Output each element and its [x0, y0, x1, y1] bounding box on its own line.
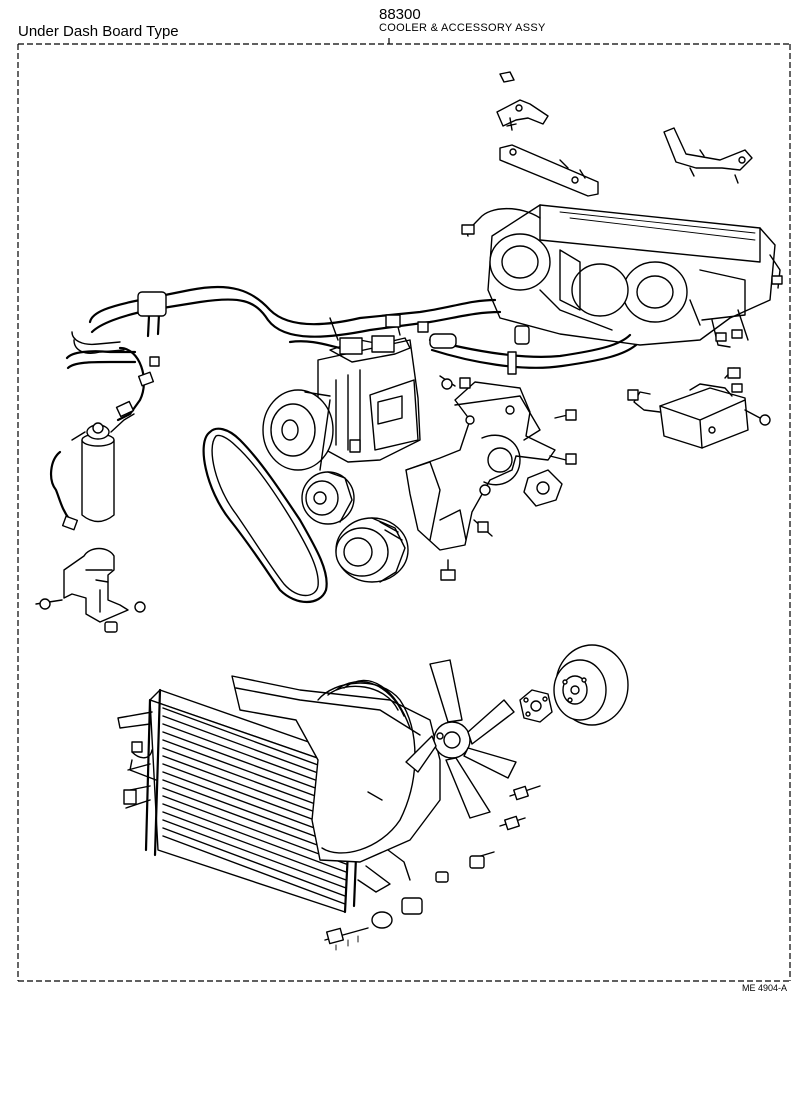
refrigerant-hoses-icon: [65, 285, 638, 422]
bracket-top-small-icon: [496, 71, 549, 131]
bracket-top-right-icon: [663, 127, 753, 184]
drier-bracket-icon: [35, 547, 146, 633]
compressor-mounting-bracket-icon: [405, 375, 577, 581]
compressor-pulley-icon: [335, 517, 409, 583]
fan-clutch-spacer-icon: [519, 689, 553, 723]
bolts-and-nuts-icon: [324, 785, 541, 951]
variant-label: Under Dash Board Type: [18, 23, 179, 40]
water-pump-pulley-icon: [553, 644, 629, 726]
receiver-drier-icon: [50, 413, 135, 531]
part-number: 88300: [379, 6, 421, 23]
drive-belt-icon: [202, 427, 328, 604]
assembly-title: COOLER & ACCESSORY ASSY: [379, 22, 546, 34]
evaporator-unit-icon: [461, 204, 783, 348]
control-amplifier-icon: [627, 367, 771, 449]
compressor-icon: [262, 335, 421, 471]
condenser-icon: [117, 688, 362, 914]
cooling-fan-icon: [405, 659, 517, 819]
bracket-top-left-icon: [499, 144, 599, 197]
fan-shroud-icon: [231, 675, 441, 893]
diagram-frame: [17, 38, 791, 982]
idler-pulley-icon: [301, 471, 355, 525]
reference-code: ME 4904-A: [742, 983, 788, 993]
